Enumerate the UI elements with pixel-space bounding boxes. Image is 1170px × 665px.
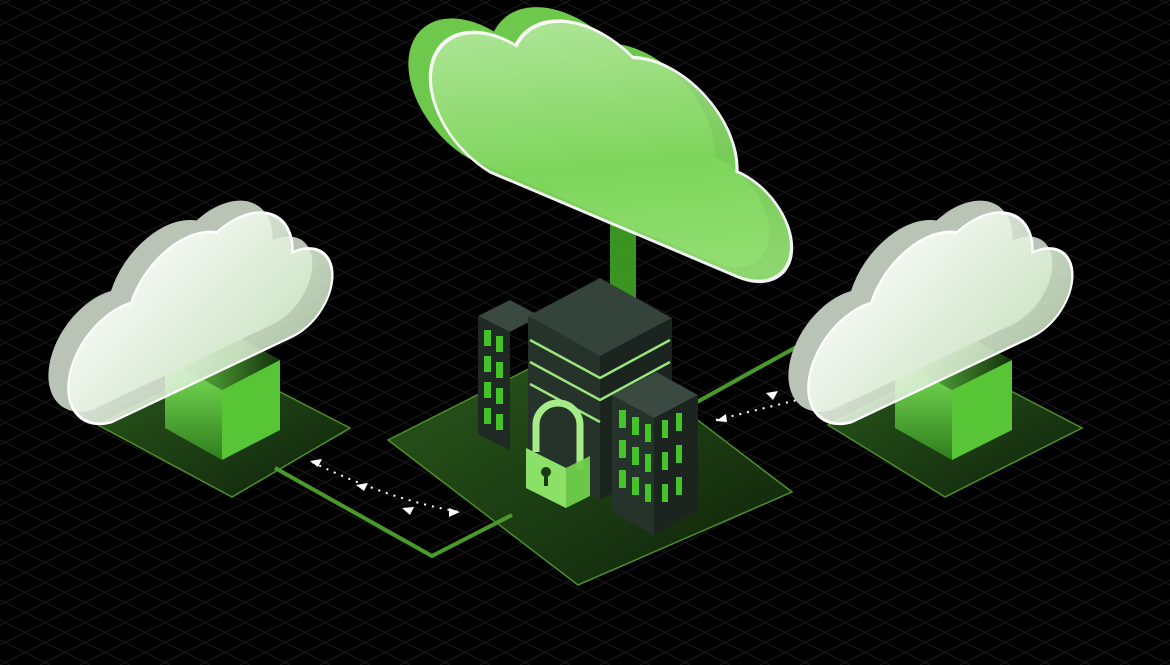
- left-connector: [274, 466, 513, 559]
- grid-line: [0, 439, 451, 665]
- grid-line: [0, 399, 531, 665]
- grid-line: [0, 0, 491, 246]
- grid-line: [639, 399, 1170, 665]
- grid-line: [839, 499, 1170, 665]
- grid-line: [0, 459, 411, 665]
- grid-line: [0, 539, 251, 665]
- grid-line: [0, 0, 331, 166]
- grid-line: [519, 0, 1170, 326]
- grid-line: [0, 0, 411, 206]
- grid-line: [719, 439, 1170, 665]
- grid-line: [1159, 659, 1170, 665]
- grid-line: [879, 519, 1170, 665]
- grid-line: [599, 0, 1170, 286]
- grid-line: [0, 659, 11, 665]
- grid-line: [1159, 0, 1170, 6]
- padlock-icon: [526, 399, 590, 508]
- grid-line: [0, 0, 1011, 506]
- grid-line: [0, 0, 1131, 566]
- grid-line: [639, 0, 1170, 266]
- grid-line: [1079, 0, 1170, 46]
- grid-line: [1079, 619, 1170, 665]
- grid-line: [0, 0, 371, 186]
- grid-line: [0, 0, 571, 286]
- grid-line: [0, 0, 11, 6]
- grid-line: [119, 139, 1170, 665]
- grid-line: [679, 419, 1170, 665]
- grid-line: [759, 459, 1170, 665]
- grid-line: [39, 99, 1170, 665]
- grid-line: [0, 479, 371, 665]
- grid-line: [0, 0, 531, 266]
- grid-line: [479, 319, 1170, 665]
- grid-line: [0, 499, 331, 665]
- grid-line: [839, 0, 1170, 166]
- grid-line: [679, 0, 1170, 246]
- grid-line: [0, 0, 611, 306]
- grid-line: [79, 119, 1170, 665]
- grid-line: [0, 379, 571, 665]
- grid-line: [0, 0, 451, 226]
- grid-line: [0, 519, 291, 665]
- grid-line: [519, 339, 1170, 665]
- grid-line: [879, 0, 1170, 146]
- grid-line: [0, 0, 1091, 546]
- grid-line: [919, 0, 1170, 126]
- grid-line: [559, 359, 1170, 665]
- grid-line: [719, 0, 1170, 226]
- grid-line: [799, 0, 1170, 186]
- grid-line: [0, 419, 491, 665]
- grid-line: [759, 0, 1170, 206]
- grid-line: [799, 479, 1170, 665]
- grid-line: [0, 359, 611, 665]
- grid-line: [0, 0, 291, 146]
- grid-line: [559, 0, 1170, 306]
- grid-line: [0, 0, 1051, 526]
- grid-line: [0, 0, 251, 126]
- grid-line: [599, 379, 1170, 665]
- grid-line: [0, 0, 971, 486]
- cloud-icon-center: [408, 0, 794, 302]
- grid-line: [919, 539, 1170, 665]
- grid-line: [439, 299, 1170, 665]
